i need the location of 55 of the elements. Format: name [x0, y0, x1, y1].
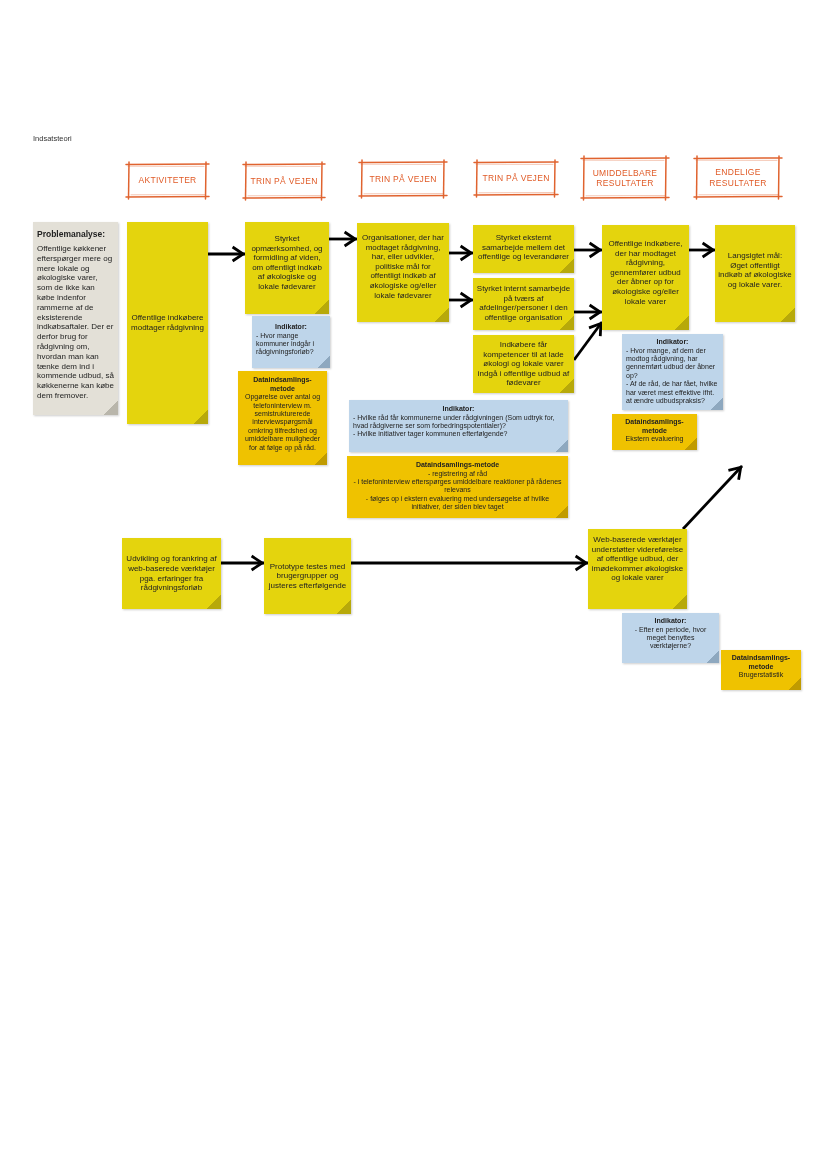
- arrow: [208, 245, 245, 263]
- arrow: [329, 230, 357, 248]
- arrow: [689, 241, 715, 259]
- sticky-note: [264, 538, 351, 614]
- header-frame: [125, 161, 210, 200]
- problem-note: [33, 222, 118, 415]
- arrow: [681, 465, 744, 530]
- column-heading: UMIDDELBARE RESULTATER: [591, 167, 659, 189]
- sticky-note: [602, 225, 689, 330]
- arrow: [449, 244, 473, 262]
- method-note: [612, 414, 697, 450]
- column-heading: AKTIVITETER: [138, 175, 197, 186]
- note-text: Langsigtet mål:: [726, 251, 784, 261]
- sticky-note: [127, 222, 208, 424]
- header-frame: [358, 159, 448, 199]
- method-note: [238, 371, 327, 465]
- note-text: Øget offentligt indkøb af økologiske og lokale varer.: [718, 260, 792, 290]
- note-text: Organisationer, der har modtaget rådgivning, har, eller udvikler, politiske mål for offentligt indkøb af økologiske og/eller lokale fødevarer: [361, 233, 445, 301]
- note-text: Prototype testes med brugergrupper og justeres efterfølgende: [267, 561, 348, 591]
- column-heading: ENDELIGE RESULTATER: [708, 167, 768, 188]
- sticky-note: [715, 225, 795, 322]
- indicator-note: [252, 316, 330, 368]
- header-frame: [693, 155, 783, 200]
- indicator-note: [349, 400, 568, 452]
- note-text: Offentlige indkøbere modtager rådgivning: [130, 313, 205, 333]
- arrow: [221, 554, 264, 572]
- arrow: [574, 241, 602, 259]
- arrow: [574, 303, 602, 321]
- note-text: Web-baserede værktøjer understøtter videreførelse af offentlige udbud, der imødekommer økologiske og lokale varer: [591, 535, 684, 583]
- indicator-note: [622, 334, 723, 410]
- note-text: Offentlige indkøbere, der har modtaget rådgivning, gennemfører udbud der åbner op for økologiske og/eller lokale varer: [607, 239, 684, 307]
- arrow: [449, 291, 473, 309]
- sticky-note: [122, 538, 221, 609]
- sticky-note: [473, 225, 574, 273]
- arrow: [351, 554, 588, 572]
- method-note: [347, 456, 568, 518]
- note-text: Indkøbere får kompetencer til at lade økologi og lokale varer indgå i offentlige udbud af fødevarer: [476, 340, 571, 388]
- sticky-note: [245, 222, 329, 314]
- note-text: Styrket eksternt samarbejde mellem det offentlige og leverandører: [477, 233, 570, 262]
- header-frame: [473, 159, 559, 198]
- column-heading: TRIN PÅ VEJEN: [250, 175, 318, 187]
- note-text: Udvikling og forankring af web-baserede værktøjer pga. erfaringer fra rådgivningsforløb: [125, 554, 218, 593]
- sticky-note: [588, 529, 687, 609]
- note-text: Offentlige køkkener efterspørger mere og mere lokale og økologiske varer, som de ikke kan købe indenfor rammerne af de eksisterende indkøbsaftaler. Der er derfor brug for rådgivning om, hvordan man kan tænke dem ind i kommende udbud, så køkkenerne kan købe dem fremover.: [37, 244, 114, 401]
- header-frame: [242, 161, 326, 201]
- column-heading: TRIN PÅ VEJEN: [369, 173, 437, 185]
- note-text: Styrket opmærksomhed, og formidling af viden, om offentligt indkøb af økologiske og lokale fødevarer: [250, 234, 324, 292]
- header-frame: [580, 155, 670, 201]
- indicator-note: [622, 613, 719, 663]
- column-heading: TRIN PÅ VEJEN: [482, 173, 550, 184]
- method-note: [721, 650, 801, 690]
- sticky-note: [357, 223, 449, 322]
- note-text: Styrket internt samarbejde på tværs af afdelinger/personer i den offentlige organisation: [476, 284, 571, 323]
- note-heading: Problemanalyse:: [37, 229, 107, 240]
- sticky-note: [473, 278, 574, 330]
